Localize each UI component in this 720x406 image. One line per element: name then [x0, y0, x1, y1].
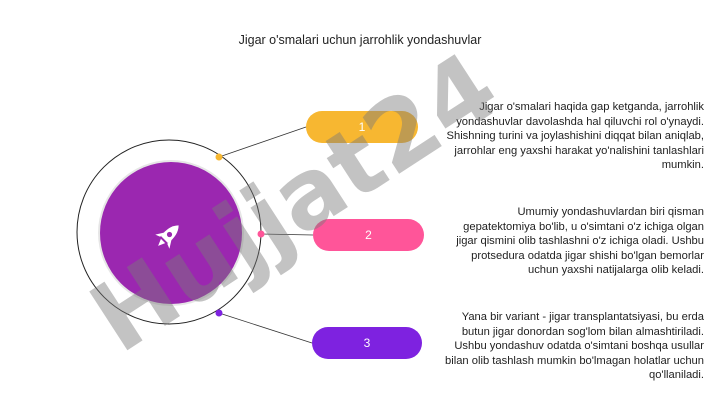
- step-text-1: Jigar o'smalari haqida gap ketganda, jar…: [446, 101, 704, 172]
- connector-line-3: [218, 312, 313, 344]
- connector-dot-2: [257, 230, 265, 238]
- step-text-2: Umumiy yondashuvlardan biri qisman gepat…: [456, 206, 704, 277]
- step-pill-1: 1: [306, 111, 418, 143]
- rocket-icon: [155, 225, 179, 249]
- connector-dot-3: [215, 309, 223, 317]
- connector-dot-1: [215, 153, 223, 161]
- slide-title: Jigar o'smalari uchun jarrohlik yondashu…: [238, 33, 482, 47]
- svg-text:Hujjat24: Hujjat24: [72, 30, 518, 374]
- step-text-3: Yana bir variant - jigar transplantatsiy…: [445, 311, 704, 382]
- connector-line-2: [260, 233, 314, 236]
- connector-line-1: [218, 126, 307, 158]
- step-pill-2: 2: [313, 219, 424, 251]
- step-pill-3: 3: [312, 327, 422, 359]
